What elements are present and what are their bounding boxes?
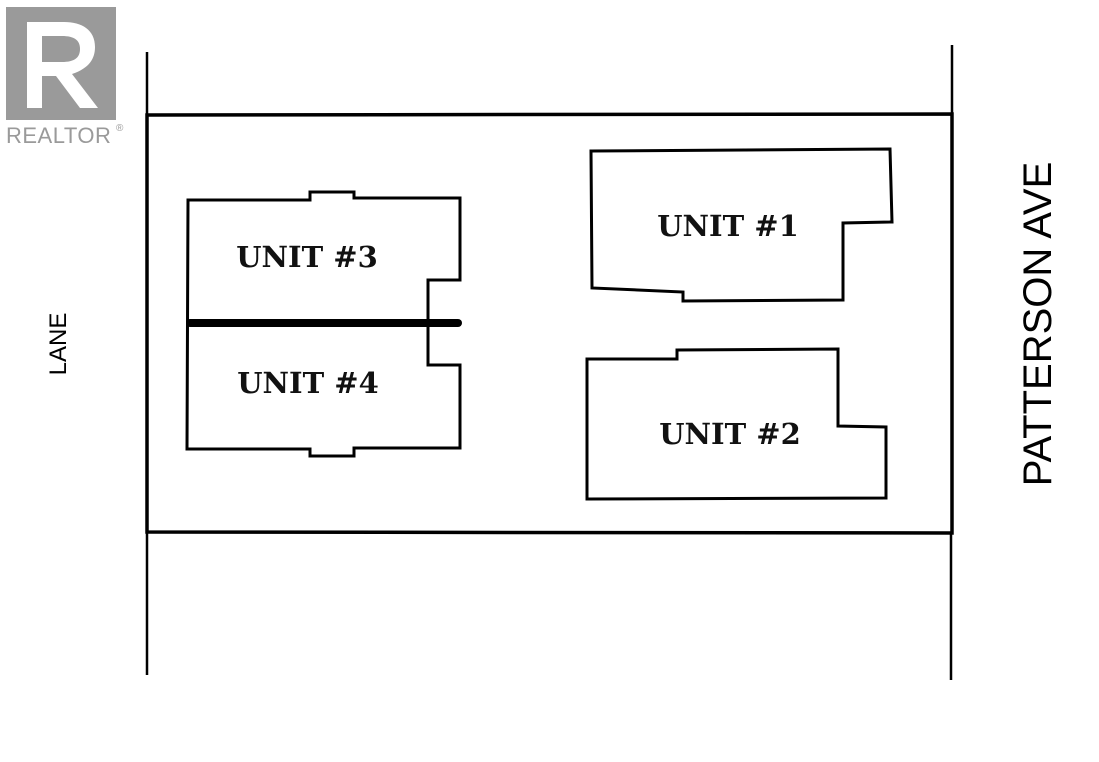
realtor-trademark: ® — [116, 123, 124, 134]
unit-3-4-footprint — [185, 190, 462, 458]
realtor-logo: REALTOR ® — [6, 7, 124, 148]
lot-boundary — [145, 112, 954, 535]
unit-1-footprint — [589, 147, 894, 303]
realtor-wordmark: REALTOR — [6, 123, 111, 148]
unit-1-label: UNIT #1 — [657, 209, 799, 243]
unit-2-footprint — [585, 347, 888, 501]
unit-3-label: UNIT #3 — [236, 240, 378, 274]
unit-4-label: UNIT #4 — [237, 366, 379, 400]
unit-2-label: UNIT #2 — [659, 417, 801, 451]
patterson-ave-street-label: PATTERSON AVE — [1016, 162, 1060, 487]
realtor-r-logo-icon — [6, 7, 116, 120]
lane-street-label: LANE — [45, 313, 72, 376]
